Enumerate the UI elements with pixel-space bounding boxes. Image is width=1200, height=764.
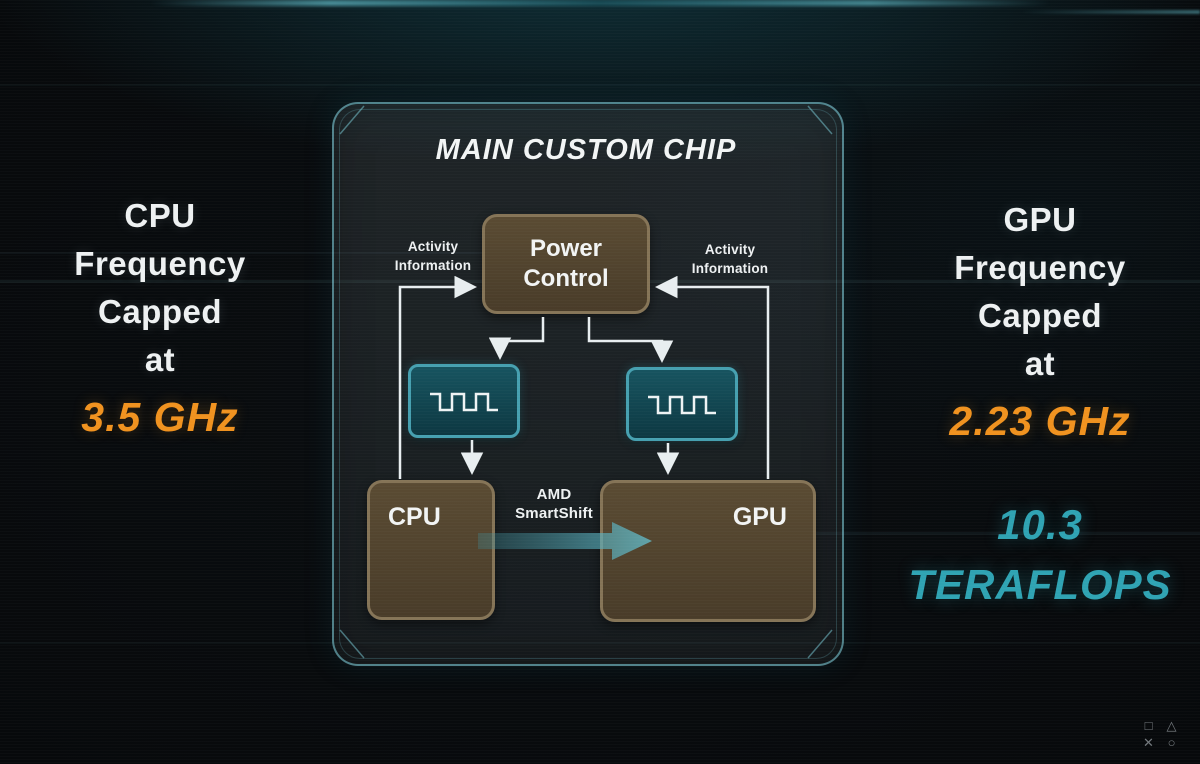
top-right-streak (1020, 10, 1200, 14)
cpu-frequency-caption: CPU Frequency Capped at (74, 197, 246, 378)
gpu-box: GPU (600, 480, 816, 622)
cpu-frequency-value: 3.5 GHz (81, 394, 239, 440)
power-control-box: Power Control (482, 214, 650, 314)
gpu-frequency-caption: GPU Frequency Capped at (954, 201, 1126, 382)
circle-icon: ○ (1167, 735, 1176, 750)
square-icon: □ (1144, 718, 1153, 733)
cpu-label: CPU (388, 503, 441, 531)
gpu-frequency-block: GPU Frequency Capped at 2.23 GHz 10.3 TE… (900, 196, 1180, 615)
gpu-label: GPU (732, 503, 787, 531)
activity-information-label-right: Activity Information (691, 242, 769, 276)
scanline-band (0, 84, 1200, 86)
cpu-clock-generator-box (408, 364, 520, 438)
gpu-frequency-value: 2.23 GHz (949, 398, 1131, 444)
triangle-icon: △ (1166, 718, 1177, 733)
cpu-box: CPU (367, 480, 495, 620)
cpu-frequency-block: CPU Frequency Capped at 3.5 GHz (30, 192, 290, 441)
cross-icon: ✕ (1143, 735, 1154, 750)
gpu-clock-generator-box (626, 367, 738, 441)
playstation-shapes-logo: □ △ ✕ ○ (1138, 718, 1182, 750)
square-wave-icon (648, 395, 716, 415)
teraflops-value: 10.3 TERAFLOPS (908, 501, 1172, 608)
top-glow-streak (150, 0, 1050, 6)
chip-title: MAIN CUSTOM CHIP (435, 134, 737, 166)
activity-information-label-left: Activity Information (394, 239, 472, 273)
amd-smartshift-label: AMD SmartShift (515, 486, 593, 522)
square-wave-icon (430, 392, 498, 412)
